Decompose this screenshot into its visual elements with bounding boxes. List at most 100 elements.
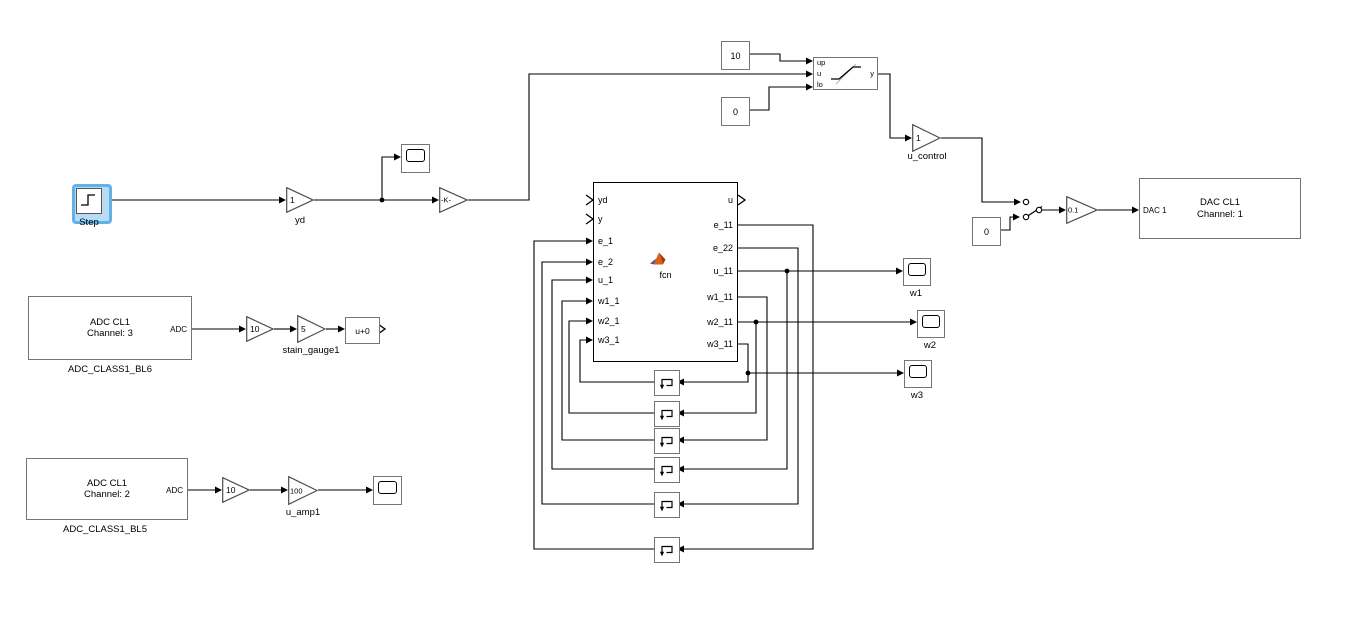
gain-u-control-value: 1 bbox=[916, 133, 921, 143]
arrowheads bbox=[215, 57, 1139, 553]
scope-u-amp[interactable] bbox=[373, 476, 402, 505]
matlab-function-block[interactable]: yd y e_1 e_2 u_1 w1_1 w2_1 w3_1 u e_11 e… bbox=[593, 182, 738, 362]
fcn-input-e1: e_1 bbox=[598, 236, 614, 246]
adc-bl6-name: ADC_CLASS1_BL6 bbox=[68, 364, 152, 375]
fcn-label: fcn bbox=[659, 270, 672, 280]
adc-bl6-block[interactable]: ADC ADC CL1 Channel: 3 bbox=[28, 296, 192, 360]
memory-block-1[interactable] bbox=[654, 370, 680, 396]
scope-w3-label: w3 bbox=[910, 390, 924, 401]
step-block[interactable] bbox=[72, 184, 112, 224]
scope-w2-label: w2 bbox=[923, 340, 937, 351]
manual-switch[interactable] bbox=[1022, 198, 1043, 221]
step-icon bbox=[81, 194, 95, 206]
fcn-input-u1: u_1 bbox=[598, 275, 614, 285]
wire-0-to-switch bbox=[999, 216, 1015, 231]
gain-adc6-a[interactable]: 10 bbox=[246, 316, 274, 342]
memory-block-2[interactable] bbox=[654, 401, 680, 427]
memory-block-6[interactable] bbox=[654, 537, 680, 563]
wire-w111-feedback bbox=[684, 296, 768, 441]
fcn-output-e22: e_22 bbox=[712, 243, 733, 253]
scope-w2[interactable] bbox=[917, 310, 945, 338]
fcn-input-yd: yd bbox=[598, 195, 608, 205]
constant-10[interactable]: 10 bbox=[721, 41, 750, 70]
wire-mem5-to-e2 bbox=[541, 261, 654, 505]
fcn-input-y: y bbox=[598, 214, 603, 224]
switch-contact-out bbox=[1035, 206, 1043, 214]
memory-block-3[interactable] bbox=[654, 428, 680, 454]
bias-block[interactable]: u+0 bbox=[345, 317, 380, 344]
wire-10-to-up bbox=[748, 53, 806, 62]
wire-branch-to-scope1 bbox=[381, 156, 394, 200]
gain-adc5-a[interactable]: 10 bbox=[222, 477, 250, 503]
signal-wires bbox=[101, 53, 1132, 550]
wire-k-to-saturation bbox=[468, 73, 806, 201]
scope-screen-icon bbox=[908, 263, 926, 276]
memory-icon bbox=[659, 465, 673, 477]
step-label: Step bbox=[79, 217, 99, 228]
scope-screen-icon bbox=[909, 365, 927, 378]
wire-mem4-to-u1 bbox=[551, 279, 654, 470]
gain-adc6-a-value: 10 bbox=[250, 324, 260, 334]
wire-mem6-to-e1 bbox=[533, 240, 654, 550]
scope-w1-label: w1 bbox=[909, 288, 923, 299]
wire-sat-to-ucontrol bbox=[878, 73, 905, 139]
wire-w211-feedback bbox=[684, 322, 757, 414]
gain-yd[interactable]: 1 bbox=[286, 187, 314, 213]
fcn-output-u11: u_11 bbox=[713, 266, 733, 276]
gain-k[interactable]: -K- bbox=[439, 187, 468, 213]
switch-contact-bottom bbox=[1022, 213, 1030, 221]
open-port-u bbox=[737, 194, 747, 206]
saturation-dynamic-block[interactable]: up u lo y bbox=[813, 57, 878, 90]
scope-w3[interactable] bbox=[904, 360, 932, 388]
open-port-y bbox=[585, 213, 595, 225]
fcn-input-w21: w2_1 bbox=[598, 316, 620, 326]
scope-w1[interactable] bbox=[903, 258, 931, 286]
gain-adc5-b[interactable]: 100 bbox=[288, 476, 318, 505]
adc-bl5-title: ADC CL1 bbox=[86, 477, 128, 489]
gain-adc6-b-label: stain_gauge1 bbox=[282, 345, 340, 356]
saturation-port-y: y bbox=[870, 69, 874, 78]
gain-adc6-b-value: 5 bbox=[301, 324, 306, 334]
constant-0-switch[interactable]: 0 bbox=[972, 217, 1001, 246]
dac-port-label: DAC 1 bbox=[1143, 206, 1167, 215]
gain-u-control-label: u_control bbox=[907, 151, 947, 162]
matlab-logo-icon bbox=[650, 252, 666, 265]
gain-adc5-b-value: 100 bbox=[290, 486, 303, 495]
gain-dac-value: 0.1 bbox=[1068, 205, 1079, 215]
wire-mem2-to-w21 bbox=[568, 320, 654, 414]
scope-screen-icon bbox=[378, 481, 397, 494]
saturation-port-u: u bbox=[817, 69, 822, 78]
fcn-output-u: u bbox=[727, 195, 733, 205]
dac-block[interactable]: DAC 1 DAC CL1 Channel: 1 bbox=[1139, 178, 1301, 239]
open-port-yd bbox=[585, 194, 595, 206]
gain-k-value: -K- bbox=[441, 195, 451, 205]
saturation-icon bbox=[831, 63, 861, 85]
gain-u-control[interactable]: 1 bbox=[912, 124, 941, 152]
gain-adc5-a-value: 10 bbox=[226, 485, 236, 495]
scope-screen-icon bbox=[406, 149, 425, 162]
memory-block-5[interactable] bbox=[654, 492, 680, 518]
wire-w311-feedback bbox=[684, 373, 749, 383]
gain-dac[interactable]: 0.1 bbox=[1066, 196, 1098, 224]
gain-yd-value: 1 bbox=[290, 195, 295, 205]
dac-title: DAC CL1 bbox=[1199, 197, 1241, 208]
wire-e11-feedback bbox=[684, 224, 814, 550]
memory-icon bbox=[659, 436, 673, 448]
fcn-output-e11: e_11 bbox=[713, 220, 733, 230]
memory-icon bbox=[659, 378, 673, 390]
fcn-input-e2: e_2 bbox=[598, 257, 614, 267]
gain-adc6-b[interactable]: 5 bbox=[297, 315, 326, 343]
gain-yd-label: yd bbox=[294, 215, 306, 226]
wire-ucontrol-to-switch bbox=[941, 137, 1016, 203]
scope-top[interactable] bbox=[401, 144, 430, 173]
memory-icon bbox=[659, 545, 673, 557]
wire-u11-feedback bbox=[684, 271, 788, 470]
memory-icon bbox=[659, 500, 673, 512]
adc-bl5-block[interactable]: ADC ADC CL1 Channel: 2 bbox=[26, 458, 188, 520]
constant-0-sat[interactable]: 0 bbox=[721, 97, 750, 126]
wire-0-to-lo bbox=[748, 86, 806, 111]
saturation-port-lo: lo bbox=[817, 80, 823, 89]
wire-mem3-to-w11 bbox=[561, 300, 654, 441]
memory-block-4[interactable] bbox=[654, 457, 680, 483]
